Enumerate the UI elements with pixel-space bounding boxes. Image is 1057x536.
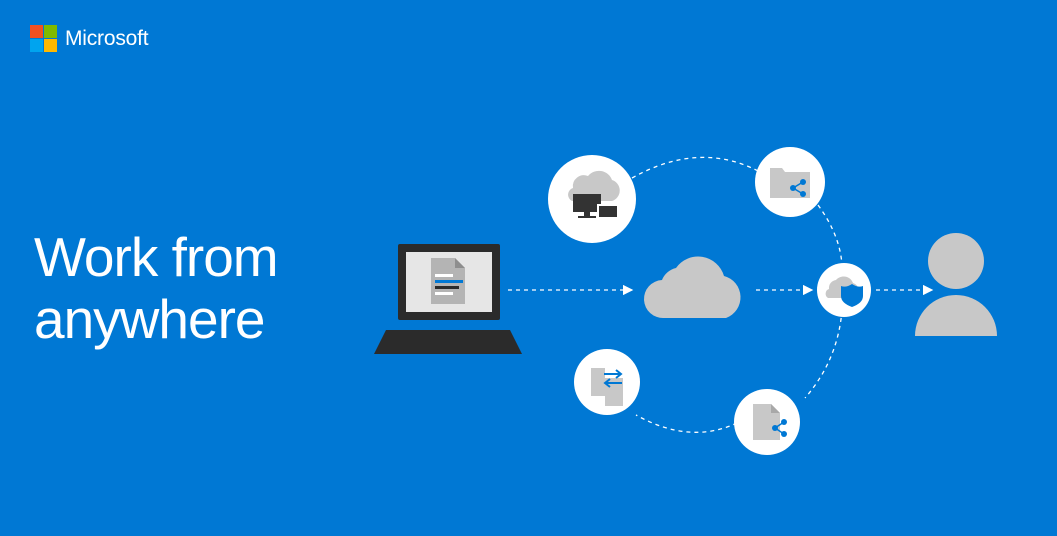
cloud-icon	[643, 256, 741, 319]
shared-folder-icon	[755, 147, 825, 217]
user-icon	[915, 233, 997, 336]
brand: Microsoft	[30, 25, 149, 52]
shared-document-icon	[734, 389, 800, 455]
logo-square-green	[44, 25, 57, 38]
headline-line-1: Work from	[34, 226, 279, 288]
brand-name: Microsoft	[65, 26, 149, 50]
laptop-icon	[374, 244, 522, 354]
microsoft-logo-icon	[30, 25, 57, 52]
cloud-devices-icon	[548, 155, 636, 243]
headline: Work from anywhere	[34, 226, 279, 350]
dashed-ring	[631, 156, 843, 433]
document-on-screen-icon	[431, 258, 465, 304]
logo-square-blue	[30, 39, 43, 52]
protected-cloud-icon	[817, 263, 871, 317]
logo-square-yellow	[44, 39, 57, 52]
headline-line-2: anywhere	[34, 288, 265, 350]
logo-square-red	[30, 25, 43, 38]
file-transfer-icon	[574, 349, 640, 415]
